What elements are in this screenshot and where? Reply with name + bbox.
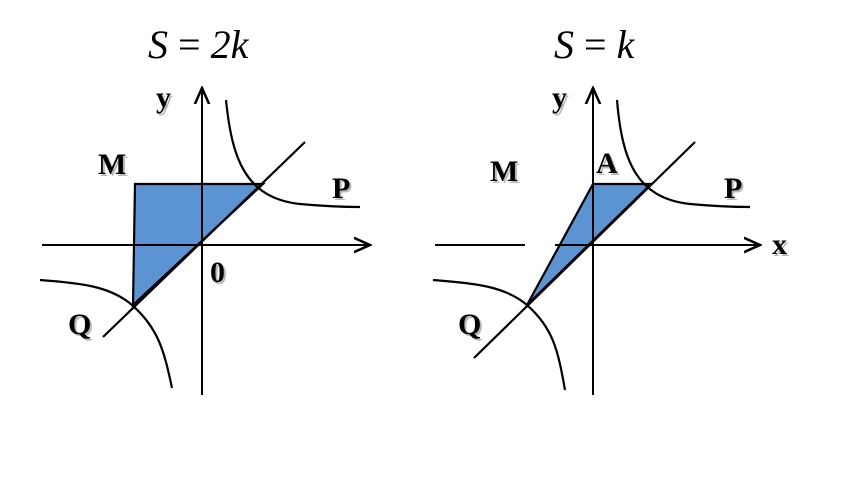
right-a-label: A (596, 147, 618, 180)
right-x-label-shadow: x (774, 230, 789, 263)
left-m-label-shadow: M (100, 150, 128, 183)
left-p-label: P (332, 172, 350, 205)
right-m-label-shadow: M (492, 157, 520, 190)
right-hyperbola-lower (432, 278, 567, 391)
right-x-label: x (772, 228, 787, 261)
right-diagram: S = k y y M M A A P P x x Q Q (432, 22, 789, 395)
right-hyperbola-upper (615, 99, 751, 209)
right-m-label: M (490, 155, 518, 188)
left-y-label-shadow: y (158, 83, 173, 116)
left-y-label: y (156, 81, 171, 114)
right-q-label: Q (458, 308, 481, 341)
left-hyperbola-upper (224, 99, 361, 209)
left-q-label-shadow: Q (70, 310, 93, 343)
right-a-label-shadow: A (598, 149, 620, 182)
right-p-label-shadow: P (726, 174, 744, 207)
left-diagram: S = 2k y y M M P P 0 0 Q Q (39, 22, 370, 395)
left-m-label: M (98, 148, 126, 181)
left-hyperbola-lower (39, 278, 174, 389)
left-p-label-shadow: P (334, 174, 352, 207)
left-formula: S = 2k (148, 22, 250, 67)
right-y-label: y (552, 81, 567, 114)
left-origin-label-shadow: 0 (212, 258, 227, 291)
left-origin-label: 0 (210, 256, 225, 289)
left-diagonal-line (102, 141, 306, 338)
right-q-label-shadow: Q (460, 310, 483, 343)
right-formula: S = k (554, 22, 636, 67)
right-y-label-shadow: y (554, 83, 569, 116)
right-p-label: P (724, 172, 742, 205)
left-q-label: Q (68, 308, 91, 341)
right-diagonal-line (473, 141, 696, 359)
